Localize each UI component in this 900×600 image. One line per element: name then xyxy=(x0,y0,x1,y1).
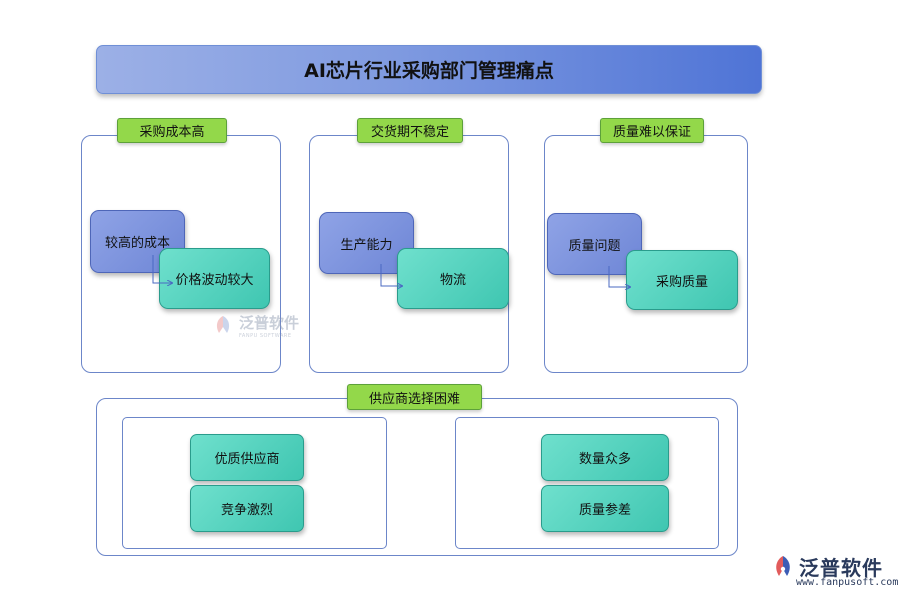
brand-logo-name: 泛普软件 xyxy=(799,556,883,580)
section-delivery-tag: 交货期不稳定 xyxy=(357,118,463,143)
diagram-title: AI芯片行业采购部门管理痛点 xyxy=(96,45,762,94)
watermark-text: 泛普软件 xyxy=(239,314,300,332)
supplier-left-item-2: 竞争激烈 xyxy=(190,485,304,532)
supplier-left-item-1: 优质供应商 xyxy=(190,434,304,481)
section-quality-top-box: 质量问题 xyxy=(547,213,642,275)
section-cost-tag: 采购成本高 xyxy=(117,118,227,143)
watermark: 泛普软件 FANPU SOFTWARE xyxy=(211,312,299,339)
supplier-right-item-2: 质量参差 xyxy=(541,485,669,532)
supplier-right-item-1: 数量众多 xyxy=(541,434,669,481)
section-quality-bottom-box: 采购质量 xyxy=(626,250,738,310)
brand-url[interactable]: www.fanpusoft.com xyxy=(796,577,899,588)
section-delivery-bottom-box: 物流 xyxy=(397,248,509,309)
section-cost-bottom-box: 价格波动较大 xyxy=(159,248,270,309)
section-cost-top-box: 较高的成本 xyxy=(90,210,185,273)
watermark-sub: FANPU SOFTWARE xyxy=(239,333,292,339)
watermark-logo-icon xyxy=(216,315,230,333)
section-quality-tag: 质量难以保证 xyxy=(600,118,704,143)
brand-logo-icon xyxy=(776,555,790,576)
brand-logo: 泛普软件 xyxy=(770,552,883,581)
section-supplier-tag: 供应商选择困难 xyxy=(347,384,482,410)
